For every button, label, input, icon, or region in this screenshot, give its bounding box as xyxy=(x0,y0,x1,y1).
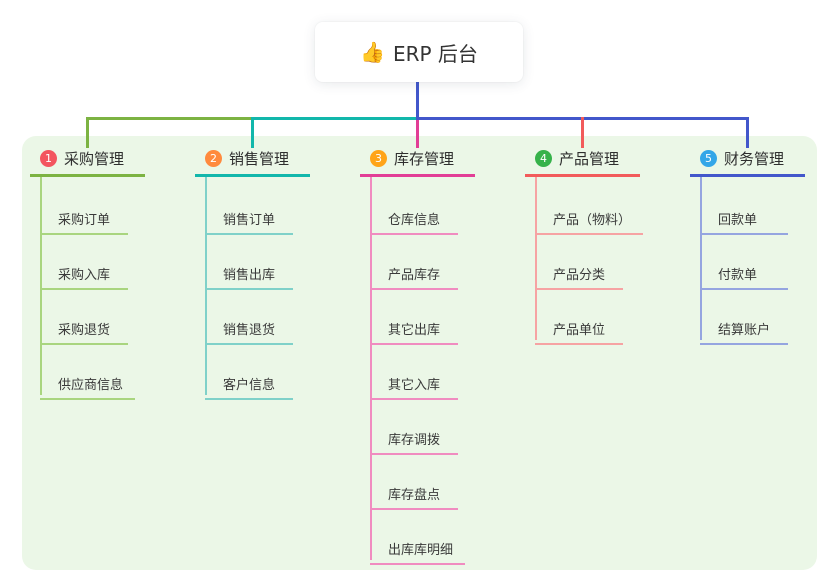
branch-label: 库存管理 xyxy=(394,150,455,168)
child-node[interactable]: 其它入库 xyxy=(370,367,458,400)
branch-drop-line-4 xyxy=(581,117,584,148)
child-node[interactable]: 产品（物料） xyxy=(535,202,644,235)
child-node[interactable]: 产品分类 xyxy=(535,257,623,290)
branch-child-spine-2 xyxy=(205,177,207,395)
child-node[interactable]: 回款单 xyxy=(700,202,788,235)
branch-child-spine-4 xyxy=(535,177,537,340)
branches-background-panel xyxy=(22,136,817,570)
branch-child-spine-5 xyxy=(700,177,702,340)
branch-drop-line-1 xyxy=(86,117,89,148)
branch-node-3[interactable]: 3 库存管理 xyxy=(360,148,475,177)
rail-segment-green xyxy=(86,117,254,120)
root-stem-line xyxy=(416,82,419,120)
branch-label: 产品管理 xyxy=(559,150,620,168)
branch-label: 财务管理 xyxy=(724,150,785,168)
branch-node-5[interactable]: 5 财务管理 xyxy=(690,148,805,177)
child-node[interactable]: 供应商信息 xyxy=(40,367,136,400)
child-node[interactable]: 销售订单 xyxy=(205,202,293,235)
child-node[interactable]: 客户信息 xyxy=(205,367,293,400)
branch-child-spine-1 xyxy=(40,177,42,395)
child-node[interactable]: 付款单 xyxy=(700,257,788,290)
branch-number-badge: 2 xyxy=(205,150,222,167)
branch-number-badge: 5 xyxy=(700,150,717,167)
branch-number-badge: 4 xyxy=(535,150,552,167)
branch-node-1[interactable]: 1 采购管理 xyxy=(30,148,145,177)
branch-drop-line-5 xyxy=(746,117,749,148)
child-node[interactable]: 出库库明细 xyxy=(370,532,466,565)
child-node[interactable]: 采购订单 xyxy=(40,202,128,235)
child-node[interactable]: 采购退货 xyxy=(40,312,128,345)
child-node[interactable]: 产品单位 xyxy=(535,312,623,345)
child-node[interactable]: 销售退货 xyxy=(205,312,293,345)
branch-number-badge: 3 xyxy=(370,150,387,167)
child-node[interactable]: 库存调拨 xyxy=(370,422,458,455)
root-node-erp[interactable]: 👍 ERP 后台 xyxy=(315,22,523,82)
branch-drop-line-3 xyxy=(416,120,419,148)
child-node[interactable]: 库存盘点 xyxy=(370,477,458,510)
rail-segment-teal xyxy=(251,117,419,120)
child-node[interactable]: 结算账户 xyxy=(700,312,788,345)
branch-child-spine-3 xyxy=(370,177,372,560)
thumbs-up-icon: 👍 xyxy=(360,40,385,64)
root-node-label: ERP 后台 xyxy=(392,41,478,66)
branch-number-badge: 1 xyxy=(40,150,57,167)
branch-node-4[interactable]: 4 产品管理 xyxy=(525,148,640,177)
child-node[interactable]: 其它出库 xyxy=(370,312,458,345)
child-node[interactable]: 销售出库 xyxy=(205,257,293,290)
branch-drop-line-2 xyxy=(251,117,254,148)
branch-label: 销售管理 xyxy=(229,150,290,168)
child-node[interactable]: 仓库信息 xyxy=(370,202,458,235)
branch-label: 采购管理 xyxy=(64,150,125,168)
branch-node-2[interactable]: 2 销售管理 xyxy=(195,148,310,177)
child-node[interactable]: 产品库存 xyxy=(370,257,458,290)
child-node[interactable]: 采购入库 xyxy=(40,257,128,290)
